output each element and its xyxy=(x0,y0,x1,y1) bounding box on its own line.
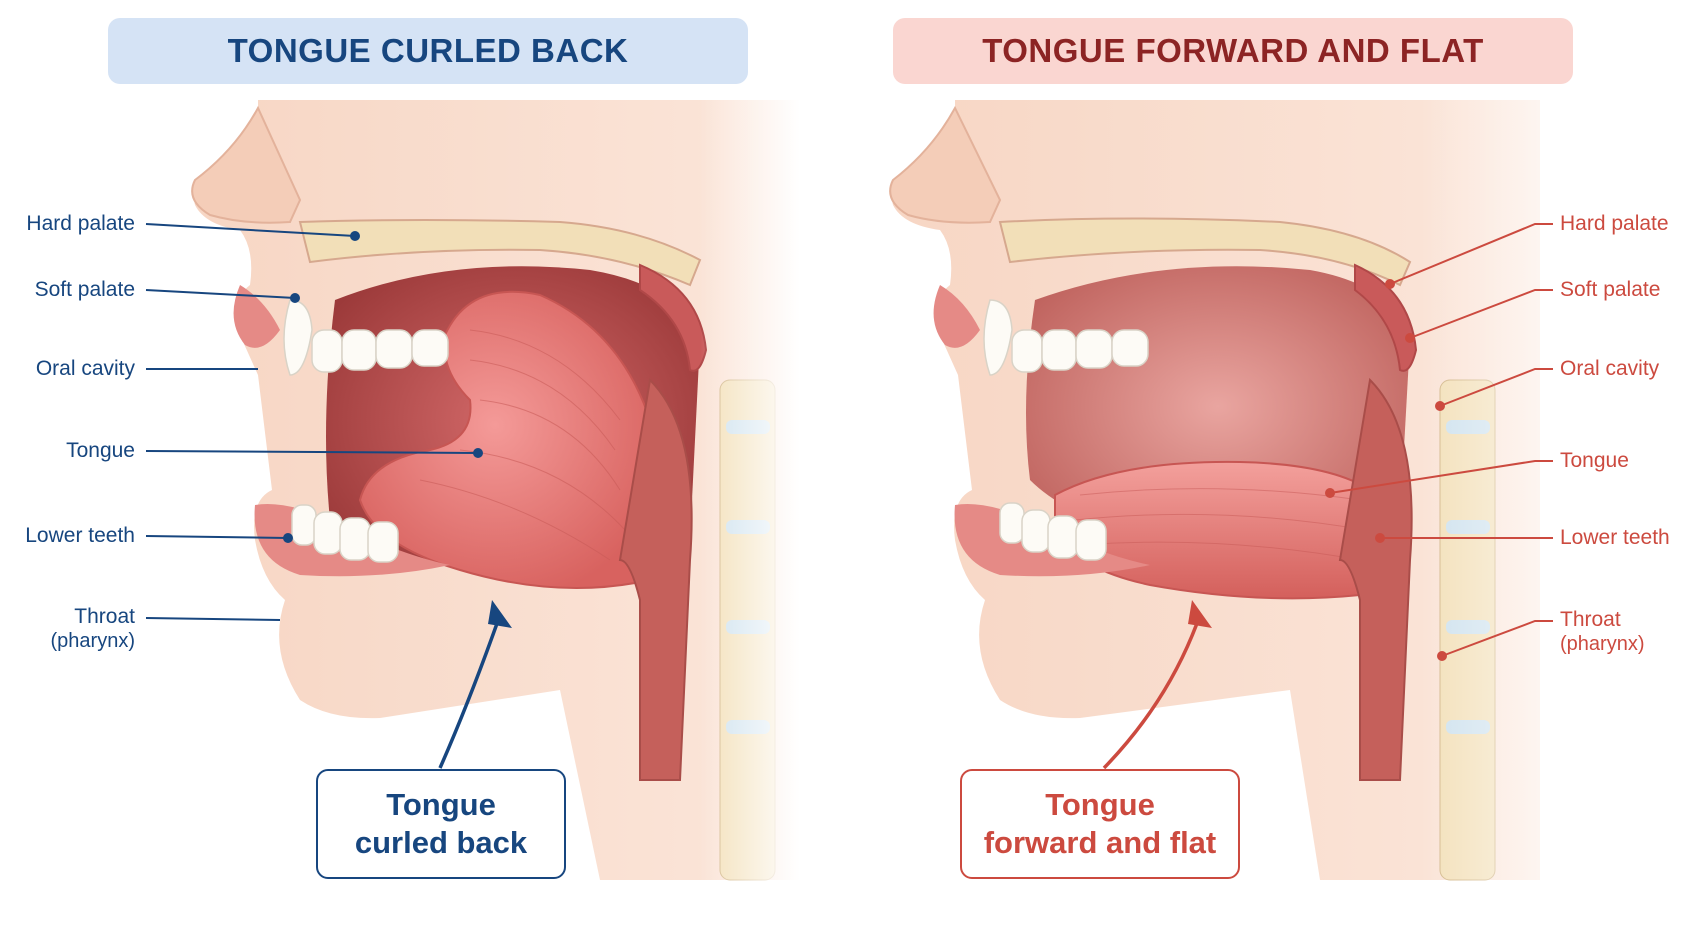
left-label-throat: Throat (pharynx) xyxy=(20,605,135,653)
right-tongue-texture xyxy=(1074,488,1366,561)
left-tongue-texture xyxy=(419,329,626,561)
left-leader-lines xyxy=(145,223,483,621)
right-lower-teeth-shapes xyxy=(999,502,1107,561)
right-head-section xyxy=(889,100,1540,890)
left-panel-title: TONGUE CURLED BACK xyxy=(108,18,748,84)
left-pharynx xyxy=(618,377,693,781)
left-label-soft-palate: Soft palate xyxy=(34,278,135,301)
left-callout-box: Tongue curled back xyxy=(316,769,566,879)
right-callout-line1: Tongue xyxy=(1045,787,1155,822)
right-callout-line2: forward and flat xyxy=(983,825,1217,860)
left-label-hard-palate: Hard palate xyxy=(26,212,135,235)
right-soft-palate xyxy=(1354,263,1418,372)
right-fade xyxy=(1420,100,1540,890)
left-tongue-shape xyxy=(358,290,661,589)
right-pharynx xyxy=(1338,377,1413,781)
left-callout-line1: Tongue xyxy=(386,787,496,822)
left-head-section xyxy=(191,100,800,890)
left-upper-lip xyxy=(233,285,280,348)
right-label-oral-cavity: Oral cavity xyxy=(1560,357,1660,380)
right-hard-palate-bone xyxy=(998,217,1412,287)
right-label-throat: Throat (pharynx) xyxy=(1560,608,1644,656)
right-panel-title: TONGUE FORWARD AND FLAT xyxy=(893,18,1573,84)
right-label-soft-palate: Soft palate xyxy=(1560,278,1661,301)
left-lower-teeth-shapes xyxy=(291,504,399,563)
left-callout-arrow xyxy=(438,600,512,769)
right-label-tongue: Tongue xyxy=(1560,449,1629,472)
right-label-hard-palate: Hard palate xyxy=(1560,212,1669,235)
left-upper-teeth xyxy=(283,299,449,376)
right-label-throat-text: Throat xyxy=(1560,608,1621,631)
right-leader-lines xyxy=(1325,223,1553,661)
left-nose xyxy=(191,105,302,224)
left-soft-palate xyxy=(639,263,708,372)
right-upper-lip xyxy=(933,285,980,348)
right-callout-box: Tongue forward and flat xyxy=(960,769,1240,879)
right-label-lower-teeth: Lower teeth xyxy=(1560,526,1670,549)
left-label-throat-text: Throat xyxy=(74,605,135,628)
left-label-oral-cavity: Oral cavity xyxy=(35,357,135,380)
left-callout-line2: curled back xyxy=(354,825,528,860)
left-label-lower-teeth: Lower teeth xyxy=(25,524,135,547)
left-hard-palate-bone xyxy=(298,219,702,287)
right-label-throat-sub: (pharynx) xyxy=(1560,633,1645,655)
left-fade xyxy=(700,100,800,890)
right-callout-arrow xyxy=(1102,600,1212,770)
left-label-throat-sub: (pharynx) xyxy=(50,630,135,652)
right-nose xyxy=(889,105,1002,224)
right-upper-teeth xyxy=(983,299,1149,376)
left-label-tongue: Tongue xyxy=(66,439,135,462)
